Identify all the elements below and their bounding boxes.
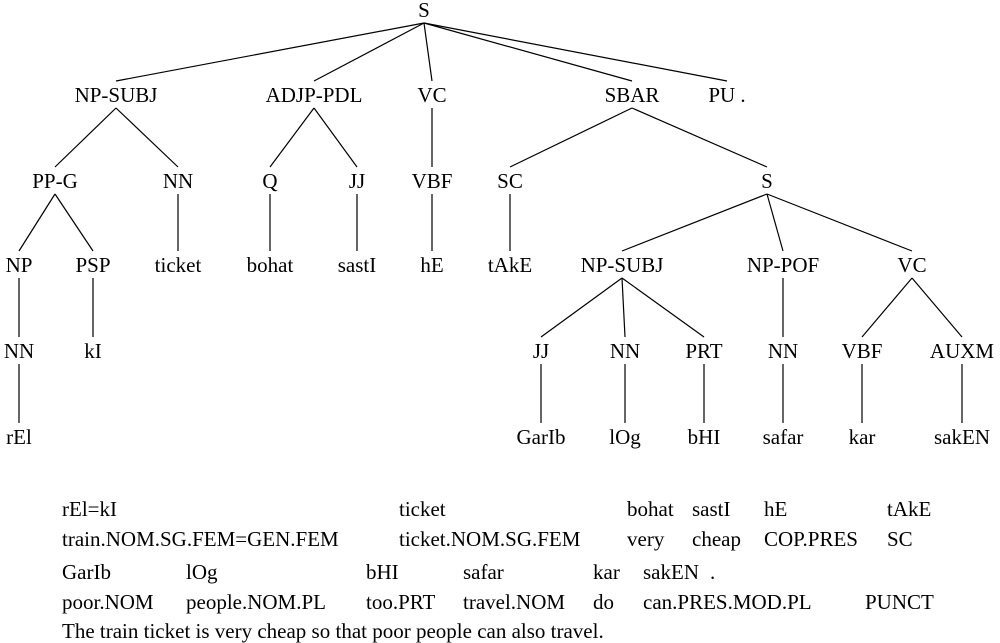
- gloss-word: rEl=kI: [62, 497, 117, 521]
- tree-edge: [313, 107, 358, 168]
- tree-node-prt: PRT: [685, 339, 722, 363]
- tree-node-adjp: ADJP-PDL: [266, 83, 363, 107]
- tree-node-q: Q: [262, 169, 277, 193]
- tree-node-npsubj2: NP-SUBJ: [581, 253, 664, 277]
- tree-edge: [18, 193, 56, 252]
- tree-node-nn2: NN: [4, 339, 34, 363]
- tree-node-jj1: JJ: [349, 169, 365, 193]
- gloss-tag: very: [627, 527, 665, 551]
- tree-node-s2: S: [761, 169, 773, 193]
- tree-node-bohat: bohat: [247, 253, 294, 277]
- tree-node-log: lOg: [609, 425, 641, 449]
- tree-node-ppg: PP-G: [32, 169, 78, 193]
- tree-edge: [115, 22, 425, 82]
- tree-node-vc1: VC: [417, 83, 446, 107]
- gloss-tag: train.NOM.SG.FEM=GEN.FEM: [62, 527, 339, 551]
- tree-node-nn1: NN: [163, 169, 193, 193]
- tree-node-s: S: [418, 0, 430, 22]
- gloss-tag: PUNCT: [865, 590, 934, 614]
- tree-node-auxm: AUXM: [930, 339, 994, 363]
- gloss-word: kar: [593, 560, 620, 584]
- gloss-tag: too.PRT: [366, 590, 436, 614]
- tree-edge: [313, 22, 425, 82]
- tree-node-ticket: ticket: [155, 253, 202, 277]
- tree-edge: [509, 107, 633, 168]
- tree-edge: [423, 22, 633, 82]
- tree-node-npsubj1: NP-SUBJ: [75, 83, 158, 107]
- tree-edge: [54, 193, 94, 252]
- gloss-word: tAkE: [887, 497, 932, 521]
- gloss-tag: cheap: [692, 527, 741, 551]
- tree-node-take: tAkE: [488, 253, 532, 277]
- tree-node-safar: safar: [763, 425, 804, 449]
- tree-node-ki: kI: [84, 339, 102, 363]
- tree-edge: [861, 277, 913, 338]
- tree-edge: [911, 277, 963, 338]
- tree-node-he: hE: [420, 253, 443, 277]
- tree-edge: [621, 277, 626, 338]
- tree-node-pu: PU .: [708, 83, 745, 107]
- tree-node-sasti: sastI: [338, 253, 377, 277]
- tree-node-vbf1: VBF: [412, 169, 453, 193]
- gloss-word: bHI: [366, 560, 399, 584]
- gloss-word: safar: [463, 560, 504, 584]
- free-translation: The train ticket is very cheap so that p…: [62, 619, 604, 643]
- gloss-tag: poor.NOM: [62, 590, 154, 614]
- gloss-word: sakEN: [643, 560, 699, 584]
- gloss-tag: ticket.NOM.SG.FEM: [399, 527, 581, 551]
- tree-node-kar: kar: [849, 425, 876, 449]
- gloss-tag: travel.NOM: [463, 590, 566, 614]
- tree-node-bhi: bHI: [688, 425, 721, 449]
- tree-edge: [766, 193, 784, 252]
- tree-node-jj2: JJ: [533, 339, 549, 363]
- gloss-word: sastI: [692, 497, 731, 521]
- tree-edge: [423, 22, 728, 82]
- tree-node-vc2: VC: [897, 253, 926, 277]
- tree-node-garib: GarIb: [517, 425, 566, 449]
- tree-edge: [621, 277, 705, 338]
- tree-node-nn4: NN: [768, 339, 798, 363]
- tree-edge: [631, 107, 768, 168]
- tree-node-nppof: NP-POF: [747, 253, 819, 277]
- tree-edge: [766, 193, 913, 252]
- tree-node-sbar: SBAR: [605, 83, 660, 107]
- tree-node-sc: SC: [497, 169, 523, 193]
- gloss-word: bohat: [627, 497, 674, 521]
- tree-edge: [621, 193, 768, 252]
- syntax-tree: S NP-SUBJ ADJP-PDL VC SBAR PU . PP-G NN Q JJ VBF SC…: [4, 0, 995, 449]
- tree-node-rel: rEl: [6, 425, 32, 449]
- gloss-tag: people.NOM.PL: [186, 590, 326, 614]
- gloss-word: .: [710, 560, 716, 584]
- gloss-tag: SC: [887, 527, 913, 551]
- tree-edge: [115, 107, 179, 168]
- tree-node-saken: sakEN: [934, 425, 990, 449]
- tree-edge: [54, 107, 117, 168]
- tree-edge: [540, 277, 623, 338]
- gloss-word: GarIb: [62, 560, 111, 584]
- gloss-tag: can.PRES.MOD.PL: [643, 590, 812, 614]
- tree-node-np: NP: [6, 253, 33, 277]
- gloss-tag: do: [593, 590, 614, 614]
- tree-edge: [423, 22, 433, 82]
- gloss-word: lOg: [186, 560, 218, 584]
- tree-node-nn3: NN: [610, 339, 640, 363]
- gloss-word: ticket: [399, 497, 446, 521]
- gloss-tag: COP.PRES: [764, 527, 858, 551]
- tree-edge: [269, 107, 315, 168]
- tree-node-vbf2: VBF: [842, 339, 883, 363]
- gloss-word: hE: [764, 497, 788, 521]
- tree-node-psp: PSP: [75, 253, 110, 277]
